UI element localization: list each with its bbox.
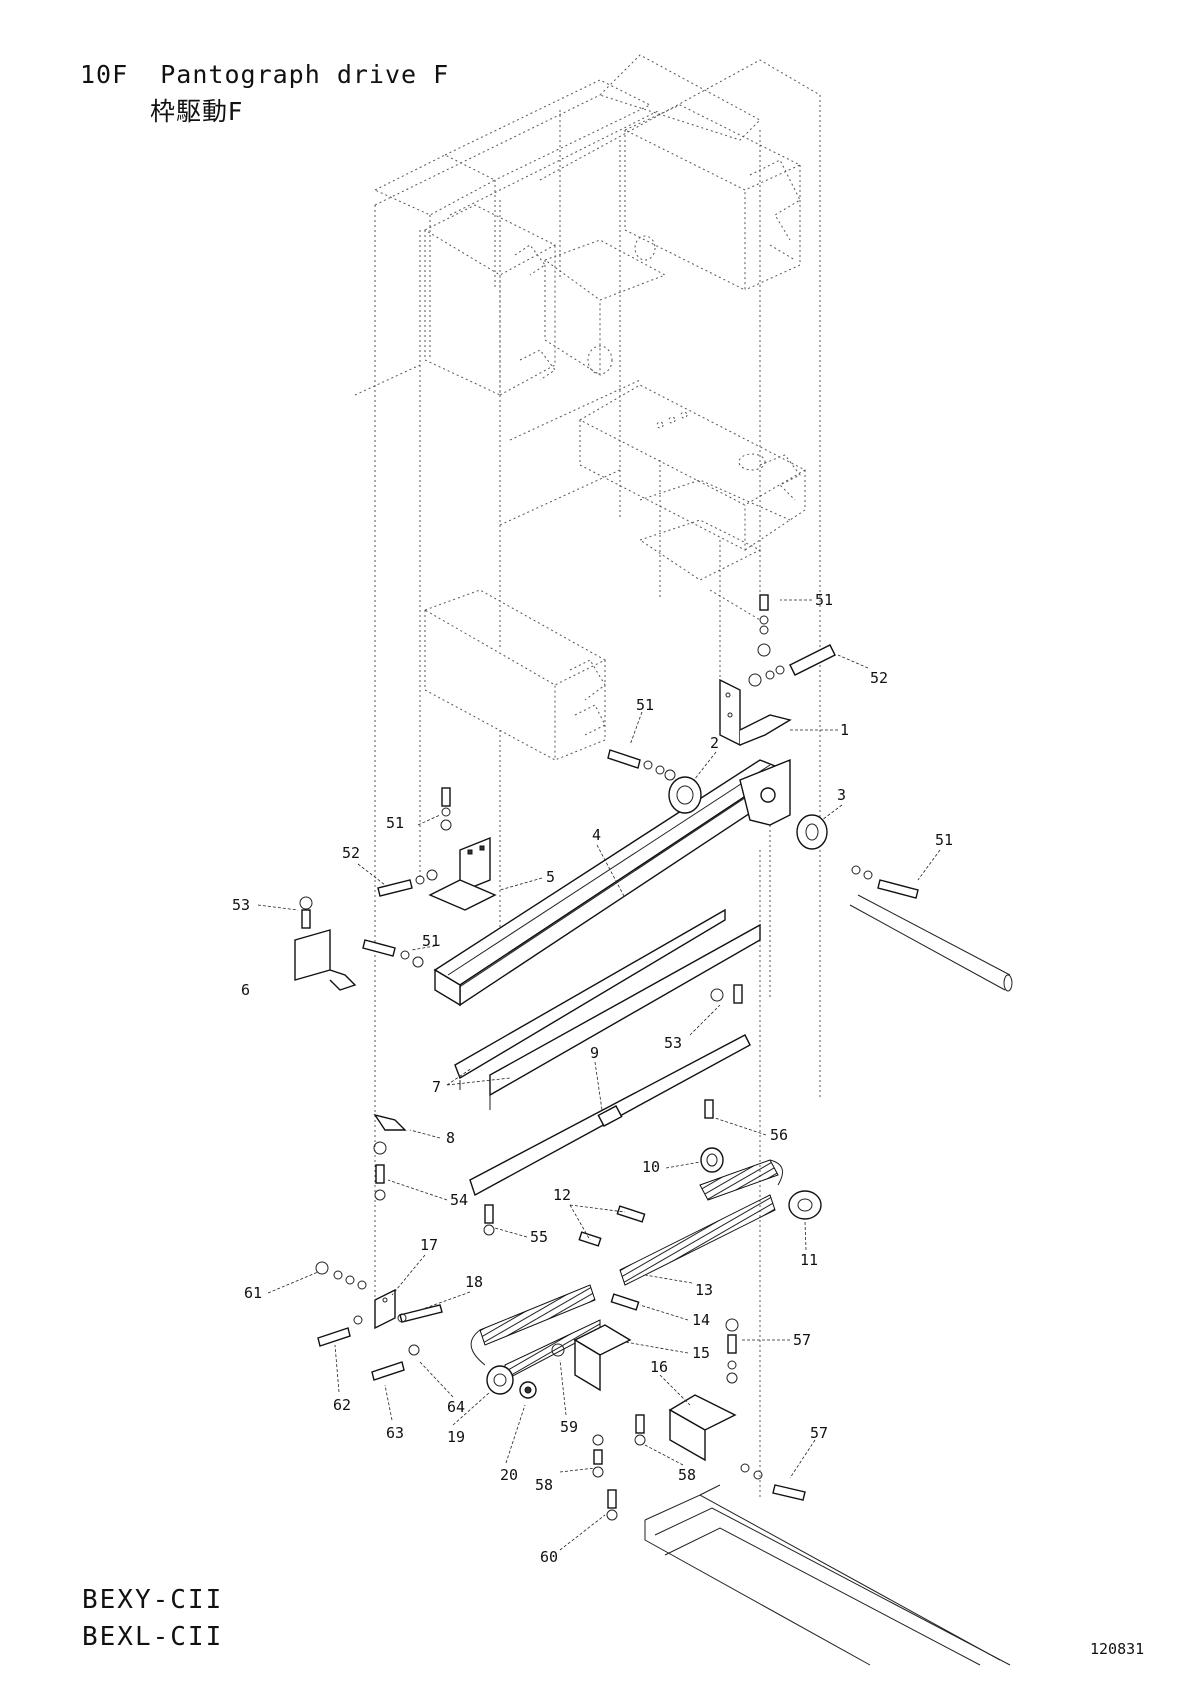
callout-55: 55 xyxy=(530,1228,548,1246)
bolt-61 xyxy=(316,1262,366,1289)
rail-part-4 xyxy=(435,760,790,1005)
plate-part-12 xyxy=(579,1206,644,1246)
bracket-part-17 xyxy=(375,1290,395,1328)
callout-57-lower: 57 xyxy=(810,1424,828,1442)
bolt-52-left xyxy=(378,870,437,896)
bolt-51-right xyxy=(852,866,918,898)
bolt-56 xyxy=(705,1100,713,1118)
bolt-55 xyxy=(484,1205,494,1235)
gear-part-20 xyxy=(520,1382,536,1398)
callout-59: 59 xyxy=(560,1418,578,1436)
callout-2: 2 xyxy=(710,734,719,752)
bolt-54 xyxy=(374,1142,386,1200)
callout-60: 60 xyxy=(540,1548,558,1566)
bolt-52-top-right xyxy=(749,645,835,686)
callout-8: 8 xyxy=(446,1129,455,1147)
bolt-51-left-low xyxy=(363,940,423,967)
model-code-bexy: BEXY-CII xyxy=(82,1585,223,1615)
pulley-part-2 xyxy=(669,777,701,813)
callout-54: 54 xyxy=(450,1191,468,1209)
lower-frame-rail xyxy=(645,1485,1010,1665)
bracket-part-6 xyxy=(295,930,355,990)
callout-6: 6 xyxy=(241,981,250,999)
callout-9: 9 xyxy=(590,1044,599,1062)
callout-52-top-right: 52 xyxy=(870,669,888,687)
callout-20: 20 xyxy=(500,1466,518,1484)
callout-13: 13 xyxy=(695,1281,713,1299)
bracket-part-1 xyxy=(720,680,790,745)
plate-part-14 xyxy=(611,1294,638,1310)
bracket-part-5 xyxy=(430,838,495,910)
callout-17: 17 xyxy=(420,1236,438,1254)
callout-63: 63 xyxy=(386,1424,404,1442)
callout-53-left: 53 xyxy=(232,896,250,914)
callout-4: 4 xyxy=(592,826,601,844)
callout-57-upper: 57 xyxy=(793,1331,811,1349)
callout-53-right: 53 xyxy=(664,1034,682,1052)
callout-7: 7 xyxy=(432,1078,441,1096)
pulley-part-19 xyxy=(487,1366,513,1394)
bolt-60 xyxy=(607,1490,617,1520)
shaft xyxy=(850,895,1012,991)
plate-part-8 xyxy=(375,1115,405,1130)
bolt-62 xyxy=(318,1316,362,1346)
callout-12: 12 xyxy=(553,1186,571,1204)
callout-61: 61 xyxy=(244,1284,262,1302)
pulley-part-3 xyxy=(797,815,827,849)
bolt-63 xyxy=(372,1345,419,1380)
idler-part-10 xyxy=(701,1148,723,1172)
belt-part-13 xyxy=(620,1160,783,1285)
callout-5: 5 xyxy=(546,868,555,886)
callout-51-left-low: 51 xyxy=(422,932,440,950)
bracket-part-16 xyxy=(670,1395,735,1460)
pulley-part-11 xyxy=(789,1191,821,1219)
callout-15: 15 xyxy=(692,1344,710,1362)
callout-1: 1 xyxy=(840,721,849,739)
bolt-58-left xyxy=(593,1435,603,1477)
bolt-51-top-right xyxy=(758,595,770,656)
callout-19: 19 xyxy=(447,1428,465,1446)
callout-14: 14 xyxy=(692,1311,710,1329)
bolt-57-upper xyxy=(726,1319,738,1383)
callout-64: 64 xyxy=(447,1398,465,1416)
callout-51-mid: 51 xyxy=(636,696,654,714)
callout-11: 11 xyxy=(800,1251,818,1269)
callout-51-left: 51 xyxy=(386,814,404,832)
drawing-code: 120831 xyxy=(1090,1640,1144,1658)
callout-16: 16 xyxy=(650,1358,668,1376)
callout-51-top-right: 51 xyxy=(815,591,833,609)
model-code-bexl: BEXL-CII xyxy=(82,1622,223,1652)
bolt-53-left xyxy=(300,897,312,928)
callout-18: 18 xyxy=(465,1273,483,1291)
callout-58-right: 58 xyxy=(678,1466,696,1484)
callout-labels: 51 52 1 51 2 3 51 4 51 52 5 53 51 6 53 7… xyxy=(232,591,953,1566)
callout-3: 3 xyxy=(837,786,846,804)
bolt-58-right xyxy=(635,1415,645,1445)
callout-52-left: 52 xyxy=(342,844,360,862)
callout-58-left: 58 xyxy=(535,1476,553,1494)
callout-10: 10 xyxy=(642,1158,660,1176)
bolt-51-mid xyxy=(608,750,675,780)
bolt-51-left xyxy=(441,788,451,830)
callout-51-right: 51 xyxy=(935,831,953,849)
callout-62: 62 xyxy=(333,1396,351,1414)
bolt-53-right xyxy=(711,985,742,1003)
callout-56: 56 xyxy=(770,1126,788,1144)
fastener-stacks xyxy=(300,595,918,1520)
shaft-part-18 xyxy=(398,1305,442,1322)
